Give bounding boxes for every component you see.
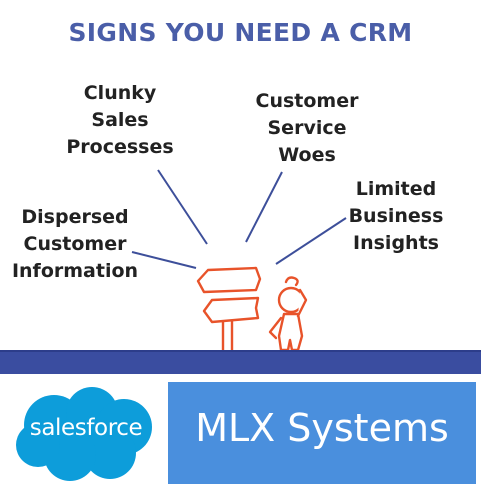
pointer-line-clunky bbox=[157, 169, 208, 245]
confused-person-icon bbox=[268, 276, 308, 352]
floor-edge bbox=[0, 350, 481, 353]
floor-band bbox=[0, 352, 481, 374]
sign-clunky-sales-processes: Clunky Sales Processes bbox=[66, 82, 174, 158]
salesforce-wordmark: salesforce bbox=[29, 415, 143, 441]
sign-dispersed-customer-information: Dispersed Customer Information bbox=[11, 206, 139, 282]
pointer-line-service bbox=[245, 171, 283, 243]
salesforce-logo: salesforce bbox=[12, 383, 160, 487]
mlx-systems-label: MLX Systems bbox=[195, 406, 449, 450]
sign-limited-business-insights: Limited Business Insights bbox=[348, 178, 444, 254]
mlx-systems-banner: MLX Systems bbox=[168, 382, 476, 484]
salesforce-cloud-icon bbox=[16, 387, 152, 481]
illustration bbox=[131, 169, 347, 356]
pointer-line-dispersed bbox=[131, 251, 197, 269]
page-title: SIGNS YOU NEED A CRM bbox=[68, 18, 413, 47]
sign-customer-service-woes: Customer Service Woes bbox=[255, 90, 359, 166]
pointer-line-insights bbox=[275, 217, 347, 265]
signpost-icon bbox=[196, 266, 262, 356]
